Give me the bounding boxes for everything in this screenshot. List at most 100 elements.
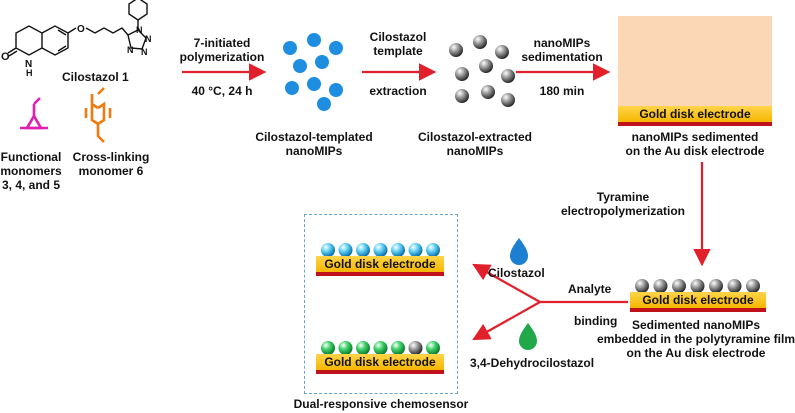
sedimented-electrode-panel bbox=[618, 16, 772, 108]
embedded-nanomip bbox=[709, 279, 723, 293]
electropolymerization-line-2: electropolymerization bbox=[560, 204, 686, 218]
extracted-caption: Cilostazol-extracted nanoMIPs bbox=[410, 130, 540, 158]
polymerization-conditions: 40 °C, 24 h bbox=[191, 84, 253, 98]
analyte-label: Analyte bbox=[568, 282, 612, 296]
extracted-nanomip bbox=[481, 85, 495, 99]
embedded-electrode: Gold disk electrode bbox=[630, 292, 766, 312]
extracted-nanomip bbox=[495, 45, 509, 59]
extracted-nanomip bbox=[501, 93, 515, 107]
functional-line-1: Functional bbox=[0, 150, 62, 164]
polymerization-line-2: polymerization bbox=[179, 50, 265, 64]
bound-dehydro-nanomip bbox=[321, 341, 335, 355]
bound-cilostazol-nanomip bbox=[408, 243, 423, 257]
functional-monomer-icon bbox=[20, 97, 48, 130]
templated-nanomip-cluster bbox=[283, 33, 343, 111]
templated-nanomip bbox=[329, 83, 343, 97]
bound-cilostazol-nanomip bbox=[321, 243, 335, 257]
embedded-nanomip-row bbox=[635, 279, 760, 293]
embedded-nanomip bbox=[672, 279, 686, 293]
extracted-nanomip bbox=[473, 35, 487, 49]
functional-monomer-label: Functional monomers 3, 4, and 5 bbox=[0, 150, 62, 192]
sedimented-line-2: on the Au disk electrode bbox=[625, 144, 765, 158]
bound-dehydro-nanomip bbox=[373, 341, 388, 355]
crosslinking-line-2: monomer 6 bbox=[78, 164, 144, 178]
sedimentation-label: nanoMIPs sedimentation bbox=[514, 36, 610, 64]
process-arrows bbox=[182, 63, 711, 341]
templated-line-2: nanoMIPs bbox=[285, 144, 343, 158]
sedimentation-line-2: sedimentation bbox=[521, 50, 603, 64]
extraction-line-1: Cilostazol bbox=[369, 30, 427, 44]
bound-cilostazol-nanomip bbox=[426, 243, 440, 257]
extracted-nanomip bbox=[455, 67, 469, 81]
bound-cilostazol-nanomip bbox=[356, 243, 370, 257]
bound-cilostazol-nanomip bbox=[338, 243, 353, 257]
tetrazole-nitrogens: N N N N bbox=[127, 25, 152, 57]
templated-nanomip bbox=[315, 55, 329, 69]
extracted-nanomip bbox=[479, 59, 493, 73]
templated-line-1: Cilostazol-templated bbox=[255, 130, 373, 144]
templated-nanomip bbox=[329, 41, 343, 55]
extracted-nanomip bbox=[449, 43, 463, 57]
extracted-nanomip-cluster bbox=[449, 35, 515, 107]
sensor-cilostazol-electrode: Gold disk electrode bbox=[316, 256, 444, 276]
polymerization-line-1: 7-initiated bbox=[193, 36, 251, 50]
ring-lactam bbox=[15, 25, 43, 56]
svg-text:N: N bbox=[145, 34, 152, 44]
dehydrocilostazol-drop-icon bbox=[519, 323, 537, 350]
bound-cilostazol-nanomip bbox=[391, 243, 405, 257]
crosslinking-line-1: Cross-linking bbox=[72, 150, 150, 164]
embedded-line-1: Sedimented nanoMIPs bbox=[631, 318, 761, 332]
extracted-line-2: nanoMIPs bbox=[446, 144, 504, 158]
functional-line-2: monomers bbox=[0, 164, 62, 178]
electropolymerization-label: Tyramine electropolymerization bbox=[548, 190, 698, 218]
arrow-to-dehydro-sensor bbox=[472, 301, 541, 341]
tetrazole-ring bbox=[127, 29, 147, 50]
embedded-caption: Sedimented nanoMIPs embedded in the poly… bbox=[596, 318, 795, 360]
templated-caption: Cilostazol-templated nanoMIPs bbox=[244, 130, 384, 158]
bound-dehydro-nanomip bbox=[338, 341, 353, 355]
extracted-nanomip bbox=[455, 89, 469, 103]
electropolymerization-line-1: Tyramine bbox=[596, 190, 650, 204]
embedded-line-2: embedded in the polytyramine film bbox=[596, 332, 795, 346]
svg-text:N: N bbox=[127, 45, 134, 55]
templated-nanomip bbox=[307, 33, 321, 47]
chemosensor-frame bbox=[304, 214, 458, 394]
extracted-line-1: Cilostazol-extracted bbox=[417, 130, 533, 144]
sedimentation-time: 180 min bbox=[539, 84, 585, 98]
embedded-nanomip bbox=[746, 279, 760, 293]
ether-chain bbox=[67, 27, 129, 36]
sedimented-electrode: Gold disk electrode bbox=[618, 106, 772, 126]
bound-dehydro-nanomip bbox=[426, 341, 440, 355]
extraction-line-2: template bbox=[373, 44, 423, 58]
embedded-line-3: on the Au disk electrode bbox=[626, 346, 766, 360]
binding-label: binding bbox=[574, 314, 618, 328]
arrow-to-cilostazol-sensor bbox=[472, 263, 541, 303]
crosslinking-monomer-label: Cross-linking monomer 6 bbox=[66, 150, 156, 178]
svg-text:N: N bbox=[136, 25, 143, 35]
cilostazol-analyte-label: Cilostazol bbox=[488, 266, 545, 280]
cilostazol-structure bbox=[7, 0, 148, 57]
sedimentation-line-1: nanoMIPs bbox=[533, 36, 591, 50]
cyclohexyl-ring bbox=[128, 0, 148, 21]
carbonyl-bond bbox=[7, 47, 18, 57]
embedded-nanomip bbox=[635, 279, 649, 293]
templated-nanomip bbox=[293, 59, 307, 73]
ether-oxygen-atom: O bbox=[77, 24, 85, 35]
templated-nanomip bbox=[283, 41, 297, 55]
bound-dehydro-nanomip bbox=[391, 341, 405, 355]
sensor-dehydro-electrode: Gold disk electrode bbox=[316, 354, 444, 374]
polymerization-label: 7-initiated polymerization bbox=[176, 36, 268, 64]
sedimented-caption: nanoMIPs sedimented on the Au disk elect… bbox=[604, 130, 786, 158]
crosslinking-monomer-icon bbox=[84, 87, 112, 143]
dehydrocilostazol-analyte-label: 3,4-Dehydrocilostazol bbox=[470, 356, 595, 370]
bound-dehydro-nanomip bbox=[408, 341, 423, 355]
templated-nanomip bbox=[285, 81, 299, 95]
bound-cilostazol-nanomip bbox=[373, 243, 388, 257]
extraction-label: Cilostazol template bbox=[358, 30, 438, 58]
sensor-cilostazol-row bbox=[321, 243, 440, 257]
functional-line-3: 3, 4, and 5 bbox=[1, 178, 61, 192]
embedded-nanomip bbox=[653, 279, 668, 293]
embedded-nanomip bbox=[727, 279, 742, 293]
sensor-dehydro-row bbox=[321, 341, 440, 355]
